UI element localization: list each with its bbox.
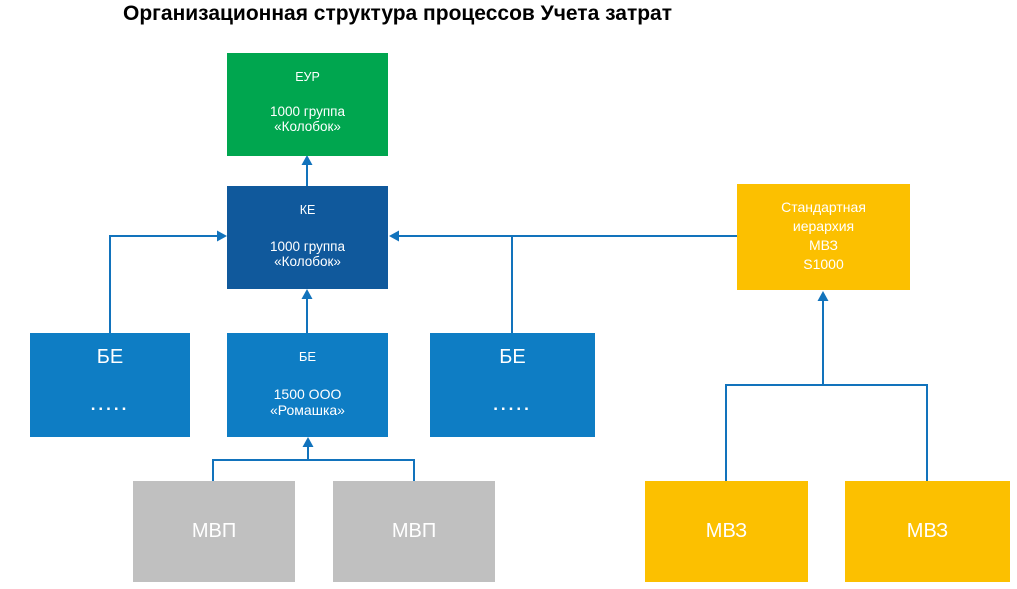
- node-ke-subtitle: 1000 группа «Колобок»: [270, 239, 345, 269]
- node-mvz-right: МВЗ: [845, 481, 1010, 582]
- node-be-left: БЕ .....: [30, 333, 190, 437]
- node-mvz-hierarchy: Стандартная иерархия МВЗ S1000: [737, 184, 910, 290]
- node-eur-subtitle: 1000 группа «Колобок»: [270, 104, 345, 134]
- node-be-center-code: БЕ: [298, 349, 317, 364]
- connector-mvp-bracket: [212, 459, 415, 481]
- arrowhead-hierarchy-to-ke: [389, 230, 399, 242]
- node-be-left-dots: .....: [90, 395, 130, 414]
- connector-mvz-bracket: [725, 384, 928, 481]
- node-ke: КЕ 1000 группа «Колобок»: [227, 186, 388, 289]
- diagram-title: Организационная структура процессов Учет…: [123, 2, 673, 25]
- arrowhead-ke-to-eur: [301, 155, 313, 165]
- node-be-left-code: БЕ: [96, 346, 124, 368]
- node-be-center: БЕ 1500 ООО «Ромашка»: [227, 333, 388, 437]
- node-eur: ЕУР 1000 группа «Колобок»: [227, 53, 388, 156]
- arrowhead-be-center-to-ke: [301, 289, 313, 299]
- arrowhead-be-left-to-ke: [217, 230, 227, 242]
- arrowhead-mvp-to-be-center: [302, 437, 314, 447]
- connector-be-left-to-ke: [109, 235, 218, 333]
- node-be-right: БЕ .....: [430, 333, 595, 437]
- node-mvp-right: МВП: [333, 481, 495, 582]
- arrowhead-mvz-to-hierarchy: [817, 291, 829, 301]
- node-be-right-dots: .....: [493, 395, 532, 414]
- node-ke-code: КЕ: [299, 203, 316, 217]
- node-mvp-left: МВП: [133, 481, 295, 582]
- node-eur-code: ЕУР: [295, 70, 320, 84]
- node-be-right-code: БЕ: [499, 346, 526, 368]
- node-mvz-left: МВЗ: [645, 481, 808, 582]
- node-be-center-subtitle: 1500 ООО «Ромашка»: [270, 386, 345, 418]
